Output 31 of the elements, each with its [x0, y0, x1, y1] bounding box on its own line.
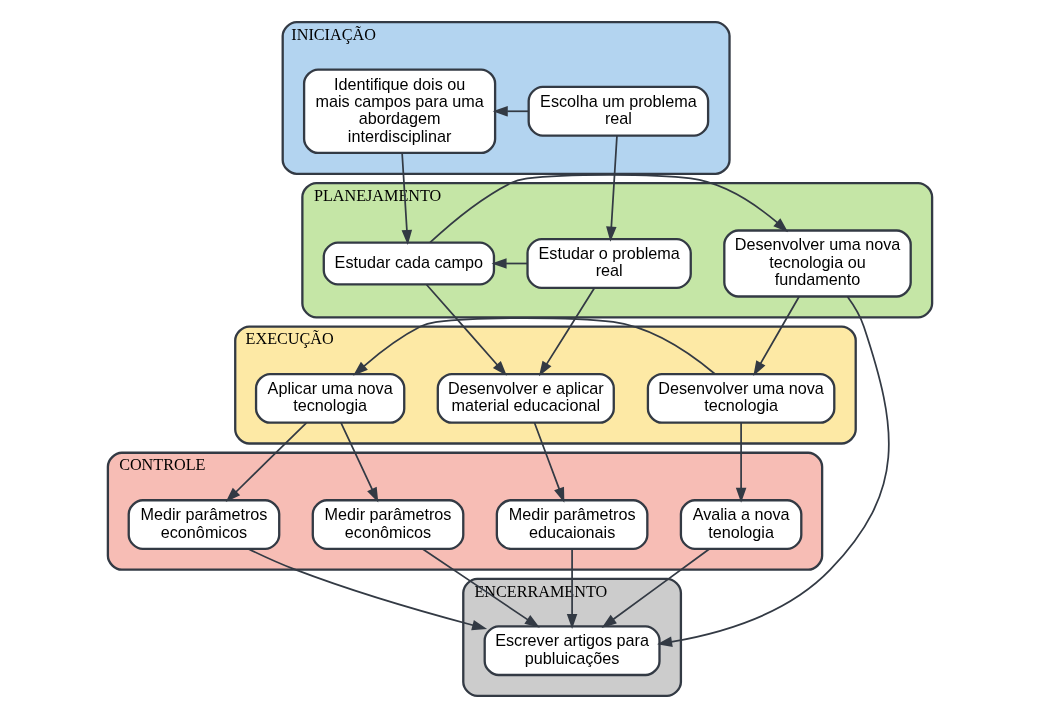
node-box: Medir parâmetros econômicos [127, 499, 281, 550]
node-box: Desenvolver uma nova tecnologia [646, 372, 836, 424]
arrow [533, 421, 565, 503]
arrow [340, 421, 379, 503]
arrow [421, 548, 540, 628]
arrow [606, 135, 618, 242]
arrow [753, 295, 800, 376]
arrow [492, 106, 530, 117]
arrow [353, 317, 716, 376]
arrow [491, 258, 529, 269]
node-box: Escrever artigos para publuicações [483, 625, 661, 677]
node-box: Aplicar uma nova tecnologia [254, 372, 406, 424]
node-box: Estudar cada campo [322, 241, 496, 286]
node-box: Avalia a nova tenologia [679, 499, 803, 550]
node-box: Desenvolver uma nova tecnologia ou fundamento [723, 229, 912, 298]
node-box: Identifique dois ou mais campos para uma abordagem interdisciplinar [302, 68, 497, 155]
arrow [657, 295, 890, 647]
arrow [247, 548, 488, 631]
arrow [735, 421, 747, 503]
arrow [401, 152, 413, 245]
arrow [566, 548, 578, 629]
arrow [601, 548, 711, 628]
arrow [425, 283, 507, 376]
node-box: Escolha um problema real [527, 85, 710, 137]
node-box: Desenvolver e aplicar material educacional [436, 372, 615, 424]
node-box: Medir parâmetros econômicos [311, 499, 465, 550]
arrow [538, 287, 596, 377]
node-box: Estudar o problema real [526, 238, 692, 289]
arrow [225, 421, 308, 503]
node-box: Medir parâmetros educaionais [495, 499, 649, 550]
arrow [429, 173, 789, 244]
